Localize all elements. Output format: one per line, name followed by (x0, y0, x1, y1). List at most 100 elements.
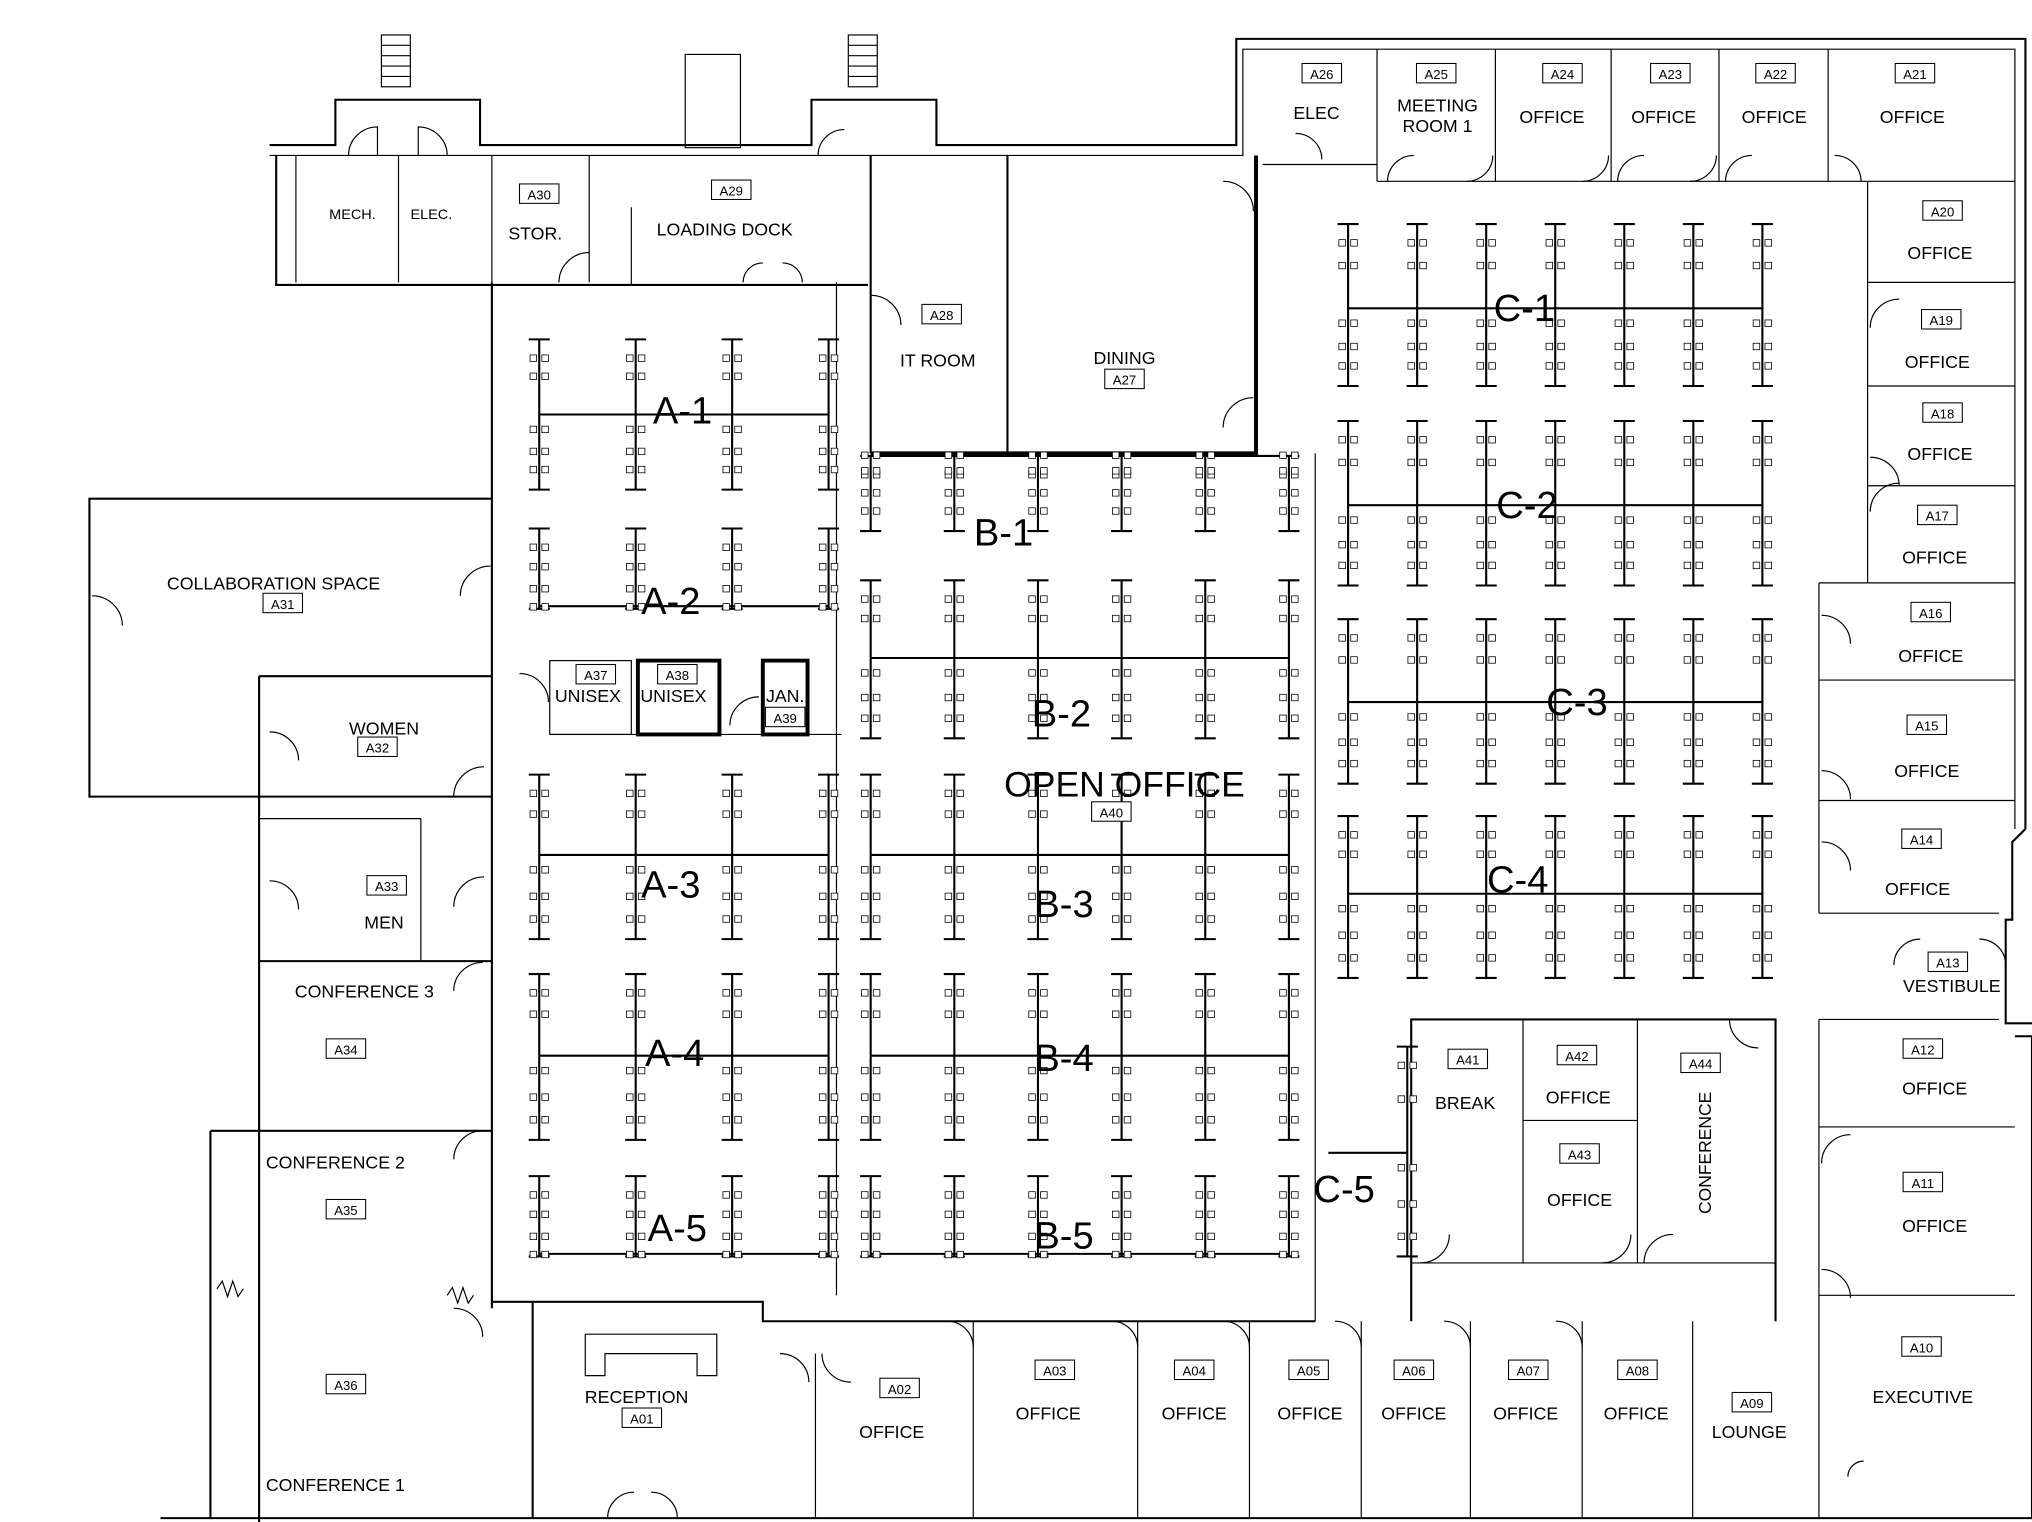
workstation-chair (529, 1232, 538, 1241)
workstation-chair (1683, 738, 1692, 746)
workstation-chair (830, 789, 839, 798)
workstation-chair (1040, 1010, 1048, 1018)
workstation-chair (1752, 831, 1761, 839)
workstation-chair (1614, 759, 1623, 768)
mech-room-label: MECH. (329, 207, 376, 223)
workstation-chair (818, 989, 827, 997)
workstation-chair (1040, 915, 1048, 923)
workstation-chair (637, 447, 646, 456)
cluster-label-c-2: C-2 (1496, 485, 1557, 527)
room-name-a01: RECEPTION (585, 1387, 689, 1407)
cluster-label-b-4: B-4 (1034, 1038, 1093, 1080)
room-name-a04: OFFICE (1162, 1404, 1227, 1424)
workstation-chair (1407, 261, 1415, 270)
workstation-chair (1683, 954, 1692, 962)
workstation-chair (1279, 1066, 1287, 1075)
workstation-chair (944, 1210, 953, 1218)
workstation-chair (1195, 1210, 1204, 1218)
workstation-cluster-c-3 (1337, 618, 1773, 785)
workstation-chair (872, 989, 881, 997)
room-name-a25-line2: ROOM 1 (1403, 116, 1473, 136)
workstation-chair (1407, 831, 1415, 839)
workstation-chair (830, 1232, 839, 1241)
workstation-chair (861, 892, 869, 900)
workstation-chair (734, 425, 742, 434)
workstation-chair (1752, 436, 1761, 444)
workstation-chair (1683, 239, 1692, 247)
room-tag-a18 (1922, 402, 1963, 423)
workstation-chair (1488, 319, 1496, 327)
workstation-chair (1752, 656, 1761, 664)
workstation-chair (1123, 789, 1132, 798)
workstation-chair (818, 372, 827, 380)
room-number-a44: A44 (1689, 1057, 1712, 1072)
workstation-chair (872, 1010, 881, 1018)
workstation-chair (1028, 789, 1036, 798)
workstation-chair (1752, 738, 1761, 746)
room-tag-a34 (325, 1038, 367, 1059)
room-tag-a17 (1917, 504, 1958, 526)
workstation-chair (1557, 319, 1565, 327)
workstation-chair (1028, 1066, 1036, 1075)
workstation-chair (1028, 1232, 1036, 1241)
workstation-chair (1683, 342, 1692, 351)
workstation-chair (1123, 507, 1132, 515)
workstation-chair (722, 789, 730, 798)
workstation-chair (529, 1010, 538, 1018)
room-number-a26: A26 (1310, 67, 1333, 82)
workstation-chair (1626, 656, 1634, 664)
cluster-label-b-3: B-3 (1034, 884, 1093, 926)
room-name-a06: OFFICE (1381, 1404, 1446, 1424)
room-name-a18: OFFICE (1907, 444, 1972, 464)
workstation-chair (944, 1116, 953, 1124)
workstation-chair (830, 354, 839, 362)
workstation-chair (1695, 342, 1703, 351)
workstation-chair (861, 1210, 869, 1218)
room-name-a24: OFFICE (1519, 107, 1584, 127)
workstation-chair (944, 915, 953, 923)
workstation-chair (626, 1010, 634, 1018)
walls (88, 34, 2032, 1522)
workstation-chair (1028, 669, 1036, 677)
workstation-chair (1112, 866, 1120, 874)
workstation-chair (1614, 713, 1623, 721)
workstation-chair (1112, 1250, 1120, 1259)
room-number-a38: A38 (666, 668, 689, 683)
workstation-chair (1476, 831, 1484, 839)
workstation-chair (1545, 319, 1554, 327)
workstation-chair (1764, 261, 1772, 270)
workstation-chair (872, 489, 881, 497)
workstation-chair (1207, 866, 1215, 874)
room-number-a42: A42 (1565, 1049, 1588, 1064)
workstation-chair (956, 810, 964, 818)
workstation-chair (944, 669, 953, 677)
cluster-label-a-4: A-4 (645, 1033, 704, 1075)
workstation-chair (818, 1210, 827, 1218)
room-name-a33: MEN (364, 913, 403, 933)
room-tag-a26 (1301, 62, 1343, 84)
workstation-chair (1557, 954, 1565, 962)
workstation-chair (1626, 759, 1634, 768)
workstation-chair (529, 989, 538, 997)
workstation-chair (1419, 831, 1427, 839)
workstation-chair (872, 467, 881, 475)
workstation-chair (541, 892, 549, 900)
workstation-chair (861, 714, 869, 722)
workstation-chair (1028, 1093, 1036, 1101)
workstation-chair (1545, 516, 1554, 524)
workstation-chair (1123, 866, 1132, 874)
workstation-chair (1040, 693, 1048, 702)
workstation-chair (1397, 1164, 1406, 1172)
workstation-chair (1407, 362, 1415, 370)
workstation-chair (1419, 541, 1427, 549)
workstation-chair (529, 789, 538, 798)
room-number-a08: A08 (1626, 1364, 1649, 1379)
workstation-chair (626, 866, 634, 874)
workstation-chair (722, 563, 730, 571)
workstation-chair (541, 1116, 549, 1124)
workstation-chair (872, 810, 881, 818)
workstation-chair (1614, 738, 1623, 746)
workstation-chair (722, 1250, 730, 1259)
workstation-chair (956, 669, 964, 677)
room-number-a30: A30 (528, 188, 551, 203)
